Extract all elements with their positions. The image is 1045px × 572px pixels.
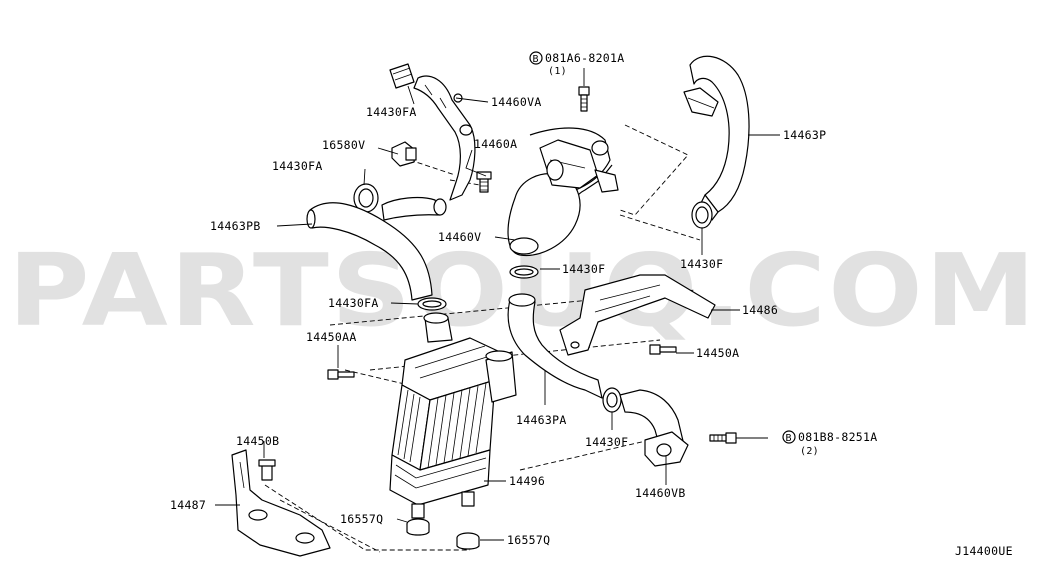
label-14430FA-mid[interactable]: 14430FA bbox=[272, 159, 323, 173]
intercooler-14496[interactable] bbox=[389, 312, 517, 519]
clamp-14430FA-low[interactable] bbox=[417, 297, 447, 311]
label-16557Q-left[interactable]: 16557Q bbox=[340, 512, 383, 526]
pipe-14460VA[interactable] bbox=[413, 75, 476, 201]
bolt-14450A[interactable] bbox=[649, 344, 677, 355]
label-14450AA[interactable]: 14450AA bbox=[306, 330, 357, 344]
clamp-14430F-right[interactable] bbox=[691, 201, 713, 229]
clamp-14430F-mid[interactable] bbox=[509, 265, 539, 279]
callout-qty-top: (1) bbox=[548, 66, 567, 77]
clamp-14430FA-top[interactable] bbox=[389, 63, 415, 89]
callout-symbol-top: B bbox=[533, 54, 539, 65]
bolt-081A6-8201A[interactable] bbox=[578, 86, 590, 112]
bracket-14486[interactable] bbox=[559, 274, 716, 356]
label-14463P[interactable]: 14463P bbox=[783, 128, 826, 142]
label-14463PA[interactable]: 14463PA bbox=[516, 413, 567, 427]
bolt-14450B[interactable] bbox=[258, 459, 276, 481]
callout-081A6-8201A[interactable]: B 081A6-8201A (1) bbox=[529, 51, 624, 77]
label-14430F-bottom[interactable]: 14430F bbox=[585, 435, 628, 449]
label-16557Q-right[interactable]: 16557Q bbox=[507, 533, 550, 547]
callout-symbol-right: B bbox=[786, 433, 792, 444]
label-14430FA-top[interactable]: 14430FA bbox=[366, 105, 417, 119]
label-14496[interactable]: 14496 bbox=[509, 474, 545, 488]
hose-14463PA[interactable] bbox=[507, 293, 603, 399]
label-14463PB[interactable]: 14463PB bbox=[210, 219, 261, 233]
pipe-14460V[interactable] bbox=[507, 127, 619, 257]
leader-lines bbox=[215, 68, 780, 541]
bolt-14450AA[interactable] bbox=[327, 369, 355, 380]
hose-14463P[interactable] bbox=[683, 55, 750, 221]
clamp-14430F-bottom[interactable] bbox=[602, 387, 622, 413]
label-14450A[interactable]: 14450A bbox=[696, 346, 739, 360]
label-14460V[interactable]: 14460V bbox=[438, 230, 481, 244]
callout-part-top: 081A6-8201A bbox=[545, 51, 624, 65]
label-16580V[interactable]: 16580V bbox=[322, 138, 365, 152]
hose-14463PB[interactable] bbox=[306, 202, 433, 301]
pipe-connector-lower[interactable] bbox=[381, 196, 447, 221]
part-labels: 14430FA 14460VA 16580V 14460A 14430FA 14… bbox=[170, 95, 826, 547]
intercooler-core-fins bbox=[397, 382, 487, 469]
clamp-14430FA-mid[interactable] bbox=[353, 183, 379, 213]
mount-16557Q-right[interactable] bbox=[456, 532, 480, 550]
label-14460A[interactable]: 14460A bbox=[474, 137, 517, 151]
label-14450B[interactable]: 14450B bbox=[236, 434, 279, 448]
callout-qty-right: (2) bbox=[800, 446, 819, 457]
label-14487[interactable]: 14487 bbox=[170, 498, 206, 512]
diagram-code: J14400UE bbox=[955, 544, 1013, 558]
bolt-081B8-8251A[interactable] bbox=[709, 432, 737, 444]
callout-part-right: 081B8-8251A bbox=[798, 430, 877, 444]
label-14486[interactable]: 14486 bbox=[742, 303, 778, 317]
label-14430FA-low[interactable]: 14430FA bbox=[328, 296, 379, 310]
pipe-14460VB[interactable] bbox=[619, 389, 689, 467]
bracket-14487[interactable] bbox=[231, 449, 331, 557]
callout-081B8-8251A[interactable]: B 081B8-8251A (2) bbox=[782, 430, 877, 457]
label-14430F-right[interactable]: 14430F bbox=[680, 257, 723, 271]
label-14430F-mid[interactable]: 14430F bbox=[562, 262, 605, 276]
mount-16557Q-left[interactable] bbox=[406, 518, 430, 536]
sensor-16580V[interactable] bbox=[391, 141, 417, 167]
label-14460VB[interactable]: 14460VB bbox=[635, 486, 686, 500]
label-14460VA[interactable]: 14460VA bbox=[491, 95, 542, 109]
